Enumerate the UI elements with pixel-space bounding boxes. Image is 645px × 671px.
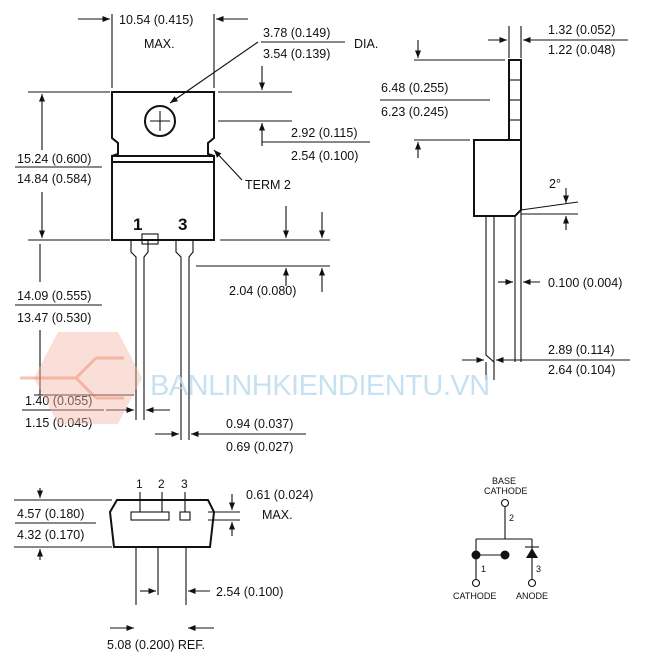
diode-icon: [525, 546, 539, 558]
watermark-text: BANLINHKIENDIENTU.VN: [150, 370, 490, 402]
mounting-hole-icon: [144, 105, 176, 137]
anode-label: ANODE: [516, 591, 548, 601]
width-max-dim: 10.54 (0.415): [119, 13, 193, 27]
gap-max-dim: 0.61 (0.024): [246, 488, 313, 502]
watermark: BANLINHKIENDIENTU.VN: [20, 332, 490, 424]
lead-length-max: 14.09 (0.555): [17, 289, 91, 303]
hole-pos-min: 2.54 (0.100): [291, 149, 358, 163]
height-min-dim: 14.84 (0.584): [17, 172, 91, 186]
schematic: BASE CATHODE 2 1 3 CATHODE ANODE: [453, 476, 548, 601]
width-max-suffix: MAX.: [144, 37, 175, 51]
tab-height-min: 6.23 (0.245): [381, 105, 448, 119]
terminal-2-icon: [500, 498, 510, 508]
tab-thickness-max: 1.32 (0.052): [548, 23, 615, 37]
term-2-label: TERM 2: [245, 178, 291, 192]
hole-dia-suffix: DIA.: [354, 37, 378, 51]
node-3-label: 3: [536, 564, 541, 574]
side-view: 1.32 (0.052) 1.22 (0.048) 6.48 (0.255) 6…: [380, 23, 630, 380]
cathode-label: CATHODE: [453, 591, 496, 601]
lead-thickness-min: 0.69 (0.027): [226, 440, 293, 454]
hole-dia-min: 3.54 (0.139): [263, 47, 330, 61]
bottom-view: 1 2 3 4.57 (0.180) 4.32 (0.170) 0.61 (0.…: [14, 477, 313, 652]
body-thickness-max: 2.89 (0.114): [548, 343, 614, 357]
base-label: BASE: [492, 476, 516, 486]
base-cathode-label: CATHODE: [484, 486, 527, 496]
height-max-dim: 15.24 (0.600): [17, 152, 91, 166]
junction-dot-icon: [471, 550, 481, 560]
gap-max-suffix: MAX.: [262, 508, 293, 522]
bottom-pin-2: 2: [158, 477, 165, 491]
lead-width-min: 1.15 (0.045): [25, 416, 92, 430]
depth-min-dim: 4.32 (0.170): [17, 528, 84, 542]
hole-dia-max: 3.78 (0.149): [263, 26, 330, 40]
shoulder-dim: 2.04 (0.080): [229, 284, 296, 298]
junction-dot-icon: [500, 550, 510, 560]
terminal-3-icon: [527, 578, 537, 588]
pin-1-label: 1: [133, 215, 142, 234]
watermark-logo-icon: [20, 332, 142, 424]
terminal-1-icon: [471, 578, 481, 588]
body-thickness-min: 2.64 (0.104): [548, 363, 615, 377]
leads: [130, 240, 194, 395]
angle-label: 2°: [549, 177, 561, 191]
span-ref-dim: 5.08 (0.200) REF.: [107, 638, 205, 652]
bottom-pin-1: 1: [136, 477, 143, 491]
hole-pos-max: 2.92 (0.115): [291, 126, 357, 140]
node-2-label: 2: [509, 513, 514, 523]
pin-3-label: 3: [178, 215, 187, 234]
lead-length-min: 13.47 (0.530): [17, 311, 91, 325]
bottom-pin-3: 3: [181, 477, 188, 491]
node-1-label: 1: [481, 564, 486, 574]
lead-thickness-max: 0.94 (0.037): [226, 417, 293, 431]
front-view: 1 3 10.54 (0.415) MAX. 3.78 (0.149) 3.54…: [15, 13, 378, 454]
tab-thickness-min: 1.22 (0.048): [548, 43, 615, 57]
pitch-dim: 2.54 (0.100): [216, 585, 283, 599]
offset-dim: 0.100 (0.004): [548, 276, 622, 290]
lead-width-max: 1.40 (0.055): [25, 394, 92, 408]
tab-height-max: 6.48 (0.255): [381, 81, 448, 95]
depth-max-dim: 4.57 (0.180): [17, 507, 84, 521]
